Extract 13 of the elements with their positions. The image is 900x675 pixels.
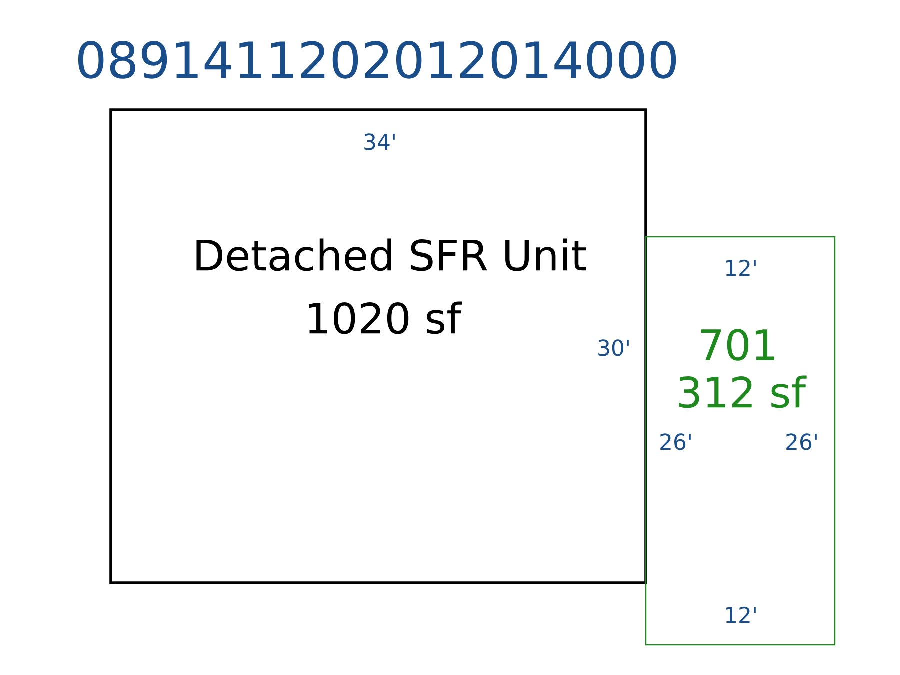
dimension-label: 34' [364, 134, 395, 150]
building-outline [110, 108, 648, 584]
dimension-label: 30' [598, 340, 629, 356]
parcel-number: 0891411202012014000 [78, 41, 676, 79]
dimension-label: 12' [726, 260, 756, 276]
dimension-label: 12' [726, 606, 756, 624]
area-label: 701 [701, 329, 774, 361]
dimension-label: 26' [786, 434, 817, 450]
area-label: 312 sf [679, 376, 807, 408]
area-label: 1020 sf [309, 302, 462, 334]
area-label: Detached SFR Unit [196, 238, 586, 272]
addition-outline [645, 236, 836, 646]
dimension-label: 26' [660, 434, 691, 450]
